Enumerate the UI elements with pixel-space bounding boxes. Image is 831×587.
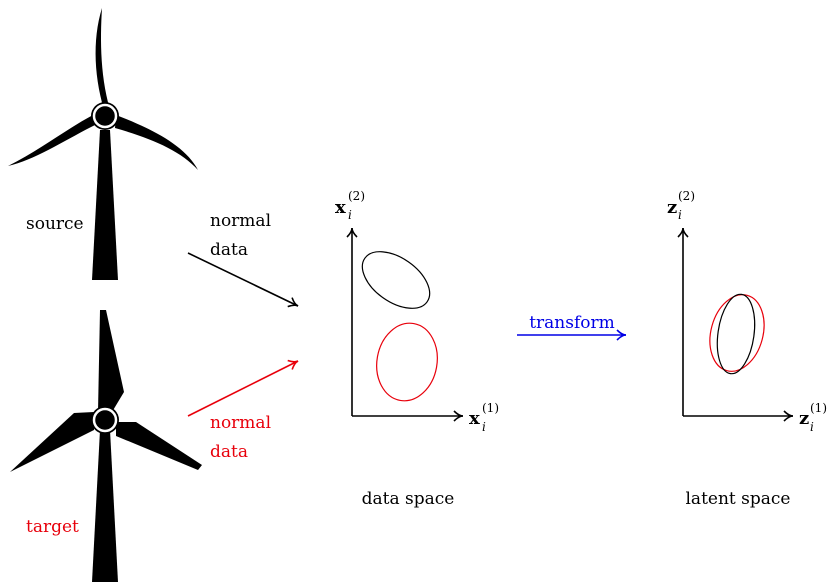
transform-label: transform <box>529 313 615 333</box>
source-wind-turbine-icon <box>8 8 198 280</box>
data-space-x-axis-label: x i (1) <box>469 401 499 434</box>
data-space-y-axis-label: x i (2) <box>335 189 365 222</box>
svg-text:i: i <box>678 208 682 222</box>
svg-text:x: x <box>335 197 346 218</box>
source-latent-ellipse <box>716 293 756 375</box>
latent-space-y-axis-label: z i (2) <box>667 189 695 222</box>
latent-space-caption: latent space <box>686 489 791 509</box>
target-arrow-label-line2: data <box>210 442 248 462</box>
svg-text:x: x <box>469 408 480 429</box>
data-space-caption: data space <box>362 489 455 509</box>
source-data-ellipse <box>361 251 431 309</box>
svg-text:i: i <box>810 420 814 434</box>
svg-text:z: z <box>799 408 809 429</box>
svg-text:i: i <box>482 420 486 434</box>
svg-text:(1): (1) <box>482 401 499 415</box>
target-latent-ellipse <box>709 294 765 372</box>
source-label: source <box>26 214 84 234</box>
svg-text:i: i <box>348 208 352 222</box>
target-wind-turbine-icon <box>10 310 202 582</box>
target-data-ellipse <box>376 322 438 402</box>
latent-space-plot <box>677 227 794 422</box>
data-space-plot <box>346 227 464 422</box>
svg-text:(2): (2) <box>678 189 695 203</box>
svg-text:z: z <box>667 197 677 218</box>
source-arrow-label-line2: data <box>210 240 248 260</box>
source-arrow-label-line1: normal <box>210 211 271 231</box>
svg-text:(1): (1) <box>810 401 827 415</box>
svg-text:(2): (2) <box>348 189 365 203</box>
target-arrow <box>187 359 299 417</box>
source-arrow <box>187 252 299 308</box>
target-arrow-label-line1: normal <box>210 413 271 433</box>
latent-space-x-axis-label: z i (1) <box>799 401 827 434</box>
target-label: target <box>26 517 79 537</box>
